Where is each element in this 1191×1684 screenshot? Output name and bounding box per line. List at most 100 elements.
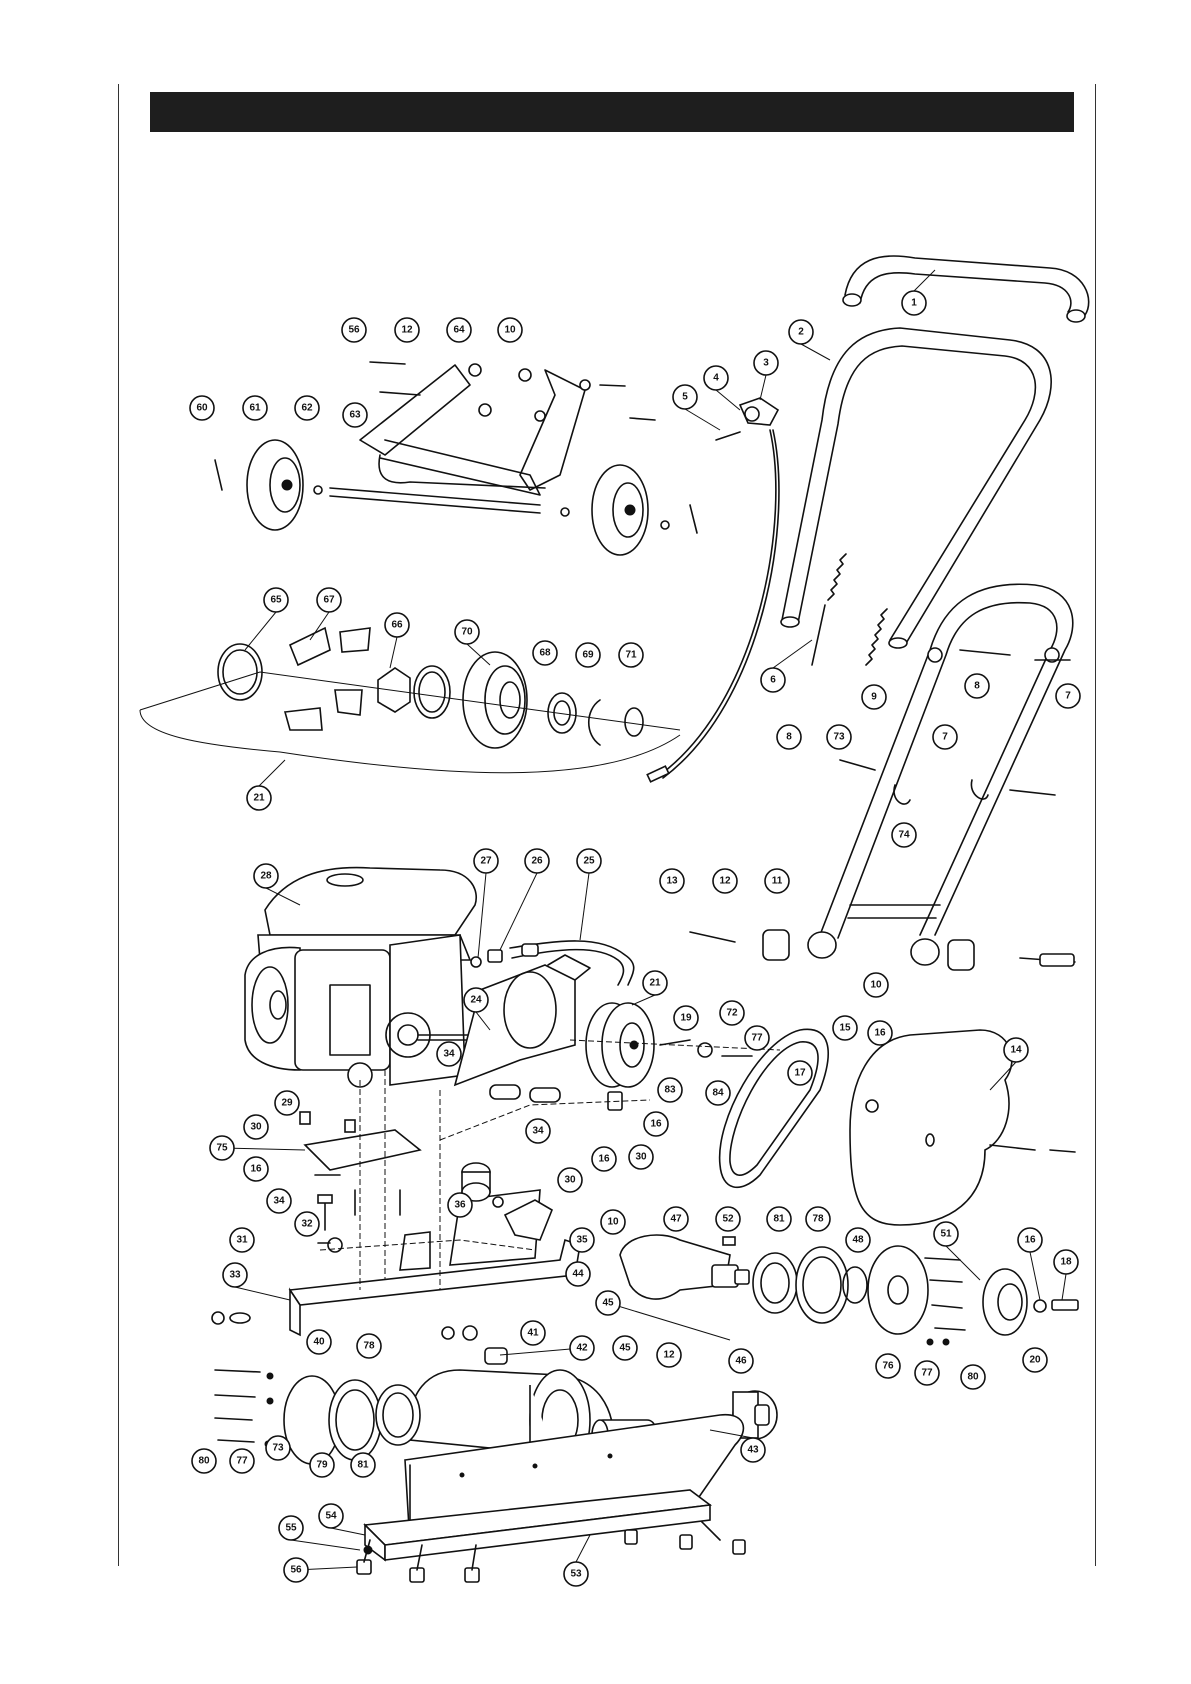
callout-part-47: 47 [664, 1207, 688, 1231]
callout-part-10: 10 [864, 973, 888, 997]
callout-label: 69 [582, 650, 594, 661]
callout-label: 78 [812, 1214, 824, 1225]
callout-part-73: 73 [266, 1436, 290, 1460]
callout-label: 4 [713, 373, 719, 384]
throttle-cable [647, 430, 779, 782]
callout-label: 40 [313, 1337, 325, 1348]
callout-part-78: 78 [806, 1207, 830, 1231]
callout-part-4: 4 [704, 366, 728, 390]
exciter-bearing-seals [753, 1246, 1078, 1335]
callout-label: 84 [712, 1088, 724, 1099]
callout-label: 12 [719, 876, 731, 887]
callout-part-7: 7 [933, 725, 957, 749]
callout-label: 62 [301, 403, 313, 414]
callout-label: 73 [272, 1443, 284, 1454]
callout-part-77: 77 [745, 1026, 769, 1050]
callout-part-40: 40 [307, 1330, 331, 1354]
callout-label: 67 [323, 595, 335, 606]
callout-label: 1 [911, 298, 917, 309]
callout-label: 13 [666, 876, 678, 887]
callout-label: 60 [196, 403, 208, 414]
callout-label: 80 [967, 1372, 979, 1383]
callout-label: 64 [453, 325, 465, 336]
main-handle-frame [781, 328, 1051, 648]
callout-part-46: 46 [729, 1349, 753, 1373]
callout-label: 5 [682, 392, 688, 403]
callout-label: 65 [270, 595, 282, 606]
callout-label: 11 [772, 876, 783, 887]
callout-label: 70 [461, 627, 473, 638]
callout-part-56: 56 [342, 318, 366, 342]
callout-part-29: 29 [275, 1091, 299, 1115]
lower-handle-frame [820, 584, 1073, 938]
callout-part-77: 77 [230, 1449, 254, 1473]
callout-part-12: 12 [395, 318, 419, 342]
callout-label: 73 [833, 732, 845, 743]
callout-label: 80 [198, 1456, 210, 1467]
throttle-lever [716, 398, 778, 440]
callout-part-81: 81 [767, 1207, 791, 1231]
callout-label: 34 [273, 1196, 285, 1207]
callout-part-67: 67 [317, 588, 341, 612]
callout-label: 77 [751, 1033, 763, 1044]
callout-part-11: 11 [765, 869, 789, 893]
callout-label: 42 [576, 1343, 588, 1354]
callout-label: 10 [607, 1217, 619, 1228]
callout-part-34: 34 [267, 1189, 291, 1213]
handle-bushings [690, 930, 1075, 970]
callout-part-64: 64 [447, 318, 471, 342]
callout-part-76: 76 [876, 1354, 900, 1378]
callout-label: 35 [576, 1235, 588, 1246]
callout-part-24: 24 [464, 988, 488, 1012]
callout-label: 30 [635, 1152, 647, 1163]
callout-label: 3 [763, 358, 769, 369]
callout-label: 36 [454, 1200, 466, 1211]
callout-label: 10 [504, 325, 516, 336]
callout-label: 43 [747, 1445, 759, 1456]
callout-label: 81 [357, 1460, 369, 1471]
callout-part-8: 8 [965, 674, 989, 698]
callout-part-45: 45 [596, 1291, 620, 1315]
callout-label: 25 [583, 856, 595, 867]
callout-part-34: 34 [437, 1042, 461, 1066]
callout-label: 19 [680, 1013, 692, 1024]
callout-part-8: 8 [777, 725, 801, 749]
callout-part-32: 32 [295, 1212, 319, 1236]
callout-part-10: 10 [601, 1210, 625, 1234]
callout-label: 66 [391, 620, 403, 631]
callout-part-5: 5 [673, 385, 697, 409]
callout-part-15: 15 [833, 1016, 857, 1040]
callout-part-53: 53 [564, 1562, 588, 1586]
callout-label: 24 [470, 995, 482, 1006]
callout-label: 56 [348, 325, 360, 336]
callout-label: 63 [349, 410, 361, 421]
callout-label: 17 [794, 1068, 806, 1079]
callout-label: 9 [871, 692, 877, 703]
callout-label: 44 [572, 1269, 584, 1280]
callout-part-74: 74 [892, 823, 916, 847]
callout-part-48: 48 [846, 1228, 870, 1252]
belt-guard-plate [455, 955, 590, 1085]
callout-label: 61 [249, 403, 261, 414]
callout-label: 29 [281, 1098, 293, 1109]
callout-part-33: 33 [223, 1263, 247, 1287]
callout-part-30: 30 [629, 1145, 653, 1169]
callout-part-41: 41 [521, 1321, 545, 1345]
callout-label: 16 [874, 1028, 886, 1039]
callout-part-69: 69 [576, 643, 600, 667]
callout-part-45: 45 [613, 1336, 637, 1360]
callout-label: 12 [663, 1350, 675, 1361]
callout-part-19: 19 [674, 1006, 698, 1030]
callout-label: 30 [564, 1175, 576, 1186]
callout-part-16: 16 [868, 1021, 892, 1045]
callout-label: 75 [216, 1143, 228, 1154]
callout-part-52: 52 [716, 1207, 740, 1231]
callout-label: 8 [974, 681, 980, 692]
callout-label: 71 [625, 650, 637, 661]
callout-part-63: 63 [343, 403, 367, 427]
callout-part-21: 21 [247, 786, 271, 810]
callout-part-27: 27 [474, 849, 498, 873]
callout-part-13: 13 [660, 869, 684, 893]
callout-label: 10 [870, 980, 882, 991]
